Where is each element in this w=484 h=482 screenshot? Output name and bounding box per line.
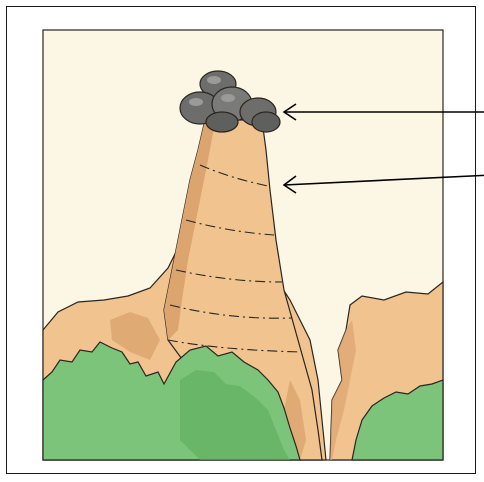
caprock-highlight <box>189 98 203 106</box>
caprock-boulder <box>206 112 238 132</box>
caprock-highlight <box>207 76 221 84</box>
caprock-highlight <box>221 94 235 102</box>
caprock-boulder <box>252 112 280 132</box>
